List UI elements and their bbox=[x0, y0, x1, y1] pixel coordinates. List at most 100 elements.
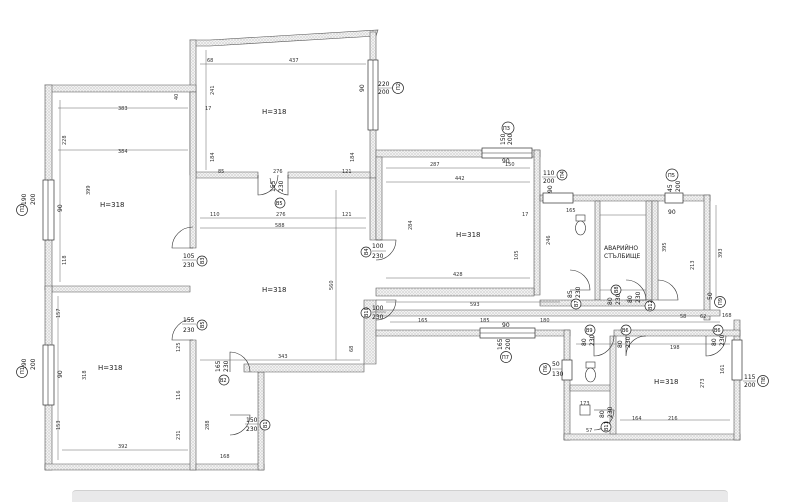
svg-text:50: 50 bbox=[552, 361, 560, 368]
svg-text:155: 155 bbox=[183, 317, 195, 324]
opening-tag-p1b: 190 200 90 П1 bbox=[16, 358, 64, 378]
dim-label: 392 bbox=[118, 444, 128, 450]
wall-corridor-bottom bbox=[195, 463, 265, 471]
svg-text:230: 230 bbox=[372, 253, 384, 260]
svg-text:230: 230 bbox=[615, 293, 622, 305]
dim-label: 228 bbox=[62, 135, 68, 145]
wall-corridor-lower-top bbox=[375, 309, 721, 317]
wall-br-wc-divider bbox=[569, 384, 615, 392]
door-tag-b7: 85 230 В7 bbox=[567, 286, 582, 310]
svg-text:В5: В5 bbox=[200, 321, 206, 328]
svg-text:80: 80 bbox=[711, 338, 718, 346]
door-br-swing bbox=[705, 335, 727, 357]
stair-label-line1: АВАРИЙНО bbox=[604, 245, 638, 252]
door-tag-b1: 150 230 В1 bbox=[245, 417, 271, 433]
dim-label: 180 bbox=[540, 318, 550, 324]
dim-label: 318 bbox=[82, 370, 88, 380]
svg-text:230: 230 bbox=[635, 291, 642, 303]
dim-label: 110 bbox=[210, 212, 220, 218]
door-tag-b4: В4 100 230 bbox=[360, 243, 386, 260]
svg-text:230: 230 bbox=[719, 334, 726, 346]
wall-br-wc-right bbox=[609, 335, 617, 435]
window-p6 bbox=[561, 359, 573, 381]
dim-label: 384 bbox=[118, 149, 128, 155]
wall-center-right-top bbox=[369, 177, 377, 241]
room-height-label: H=318 bbox=[654, 378, 679, 386]
svg-text:200: 200 bbox=[505, 338, 512, 350]
dim-label: 213 bbox=[690, 260, 696, 270]
dim-label: 287 bbox=[430, 162, 440, 168]
door-b5b-swing bbox=[269, 175, 289, 196]
wall-right-outer bbox=[703, 194, 711, 321]
dim-label: 231 bbox=[176, 430, 182, 440]
dim-label: 165 bbox=[566, 208, 576, 214]
dim-label: 588 bbox=[275, 223, 285, 229]
wall-right-room-right bbox=[533, 149, 541, 296]
room-height-label: H=318 bbox=[98, 364, 123, 372]
svg-text:200: 200 bbox=[744, 382, 756, 389]
dim-label: 246 bbox=[546, 235, 552, 245]
wall-br-bottom bbox=[563, 433, 741, 441]
opening-tag-p4: 110 200 П4 90 bbox=[542, 169, 568, 193]
dim-label: 150 bbox=[505, 162, 515, 168]
dim-label: 343 bbox=[278, 354, 288, 360]
dim-label: 399 bbox=[86, 185, 92, 195]
dim-label: 184 bbox=[210, 152, 216, 162]
dim-label: 165 bbox=[418, 318, 428, 324]
dim-label: 116 bbox=[176, 390, 182, 400]
opening-tag-p7: 90 165 200 П7 bbox=[497, 322, 512, 363]
sink-icon bbox=[579, 404, 591, 416]
opening-tag-p3: П3 150 200 90 bbox=[500, 121, 515, 165]
svg-text:100: 100 bbox=[372, 243, 384, 250]
room-height-label: H=318 bbox=[456, 231, 481, 239]
door-b5-left-swing bbox=[171, 318, 194, 341]
dim-label: 428 bbox=[453, 272, 463, 278]
window-p5 bbox=[664, 192, 684, 204]
svg-text:П8: П8 bbox=[761, 377, 767, 384]
dim-label: 593 bbox=[470, 302, 480, 308]
door-tag-b2: 165 230 В2 bbox=[215, 360, 230, 386]
stair-label-line2: СТЪЛБИЩЕ bbox=[604, 253, 641, 260]
bottom-scroll-bar[interactable] bbox=[72, 490, 728, 502]
room-height-label: H=318 bbox=[262, 108, 287, 116]
door-tag-b8: В8 80 230 bbox=[607, 284, 622, 305]
dimension-labels: 437 68 17 241 184 85 276 121 184 383 384… bbox=[56, 58, 732, 460]
dim-label: 185 bbox=[480, 318, 490, 324]
svg-text:230: 230 bbox=[183, 262, 195, 269]
svg-text:150: 150 bbox=[500, 133, 507, 145]
dim-label: 288 bbox=[205, 420, 211, 430]
svg-text:150: 150 bbox=[246, 417, 258, 424]
wall-corridor-lower-bottom bbox=[375, 329, 571, 337]
door-b10-swing bbox=[375, 299, 397, 321]
svg-text:90: 90 bbox=[668, 209, 676, 216]
svg-text:В3: В3 bbox=[200, 257, 206, 264]
stair-treads bbox=[600, 214, 646, 291]
wall-right-room-bottom bbox=[375, 287, 535, 297]
svg-text:90: 90 bbox=[502, 158, 510, 165]
wall-right-room-left bbox=[375, 156, 383, 241]
dim-label: 173 bbox=[580, 401, 590, 407]
dim-label: 395 bbox=[662, 242, 668, 252]
svg-text:230: 230 bbox=[372, 314, 384, 321]
opening-tag-p5: П5 45 200 90 bbox=[665, 168, 682, 216]
svg-text:В10: В10 bbox=[364, 307, 370, 317]
wall-left-upper-right bbox=[189, 91, 197, 249]
wall-left-lower-bottom bbox=[44, 463, 197, 471]
svg-text:200: 200 bbox=[543, 178, 555, 185]
svg-text:190: 190 bbox=[21, 193, 28, 205]
svg-text:45: 45 bbox=[667, 184, 674, 192]
svg-text:П3: П3 bbox=[503, 126, 510, 132]
svg-text:В1: В1 bbox=[263, 421, 269, 428]
svg-text:П4: П4 bbox=[560, 171, 566, 178]
svg-text:200: 200 bbox=[378, 89, 390, 96]
wall-left-lower-right bbox=[189, 339, 197, 471]
wall-center-bottom bbox=[243, 363, 365, 373]
dim-label: 164 bbox=[632, 416, 642, 422]
dim-label: 62 bbox=[700, 314, 706, 320]
windows bbox=[42, 59, 743, 406]
svg-text:230: 230 bbox=[575, 286, 582, 298]
door-tag-b12: В12 80 230 bbox=[627, 291, 656, 312]
room-height-label: H=318 bbox=[100, 201, 125, 209]
svg-text:П2: П2 bbox=[396, 83, 402, 90]
